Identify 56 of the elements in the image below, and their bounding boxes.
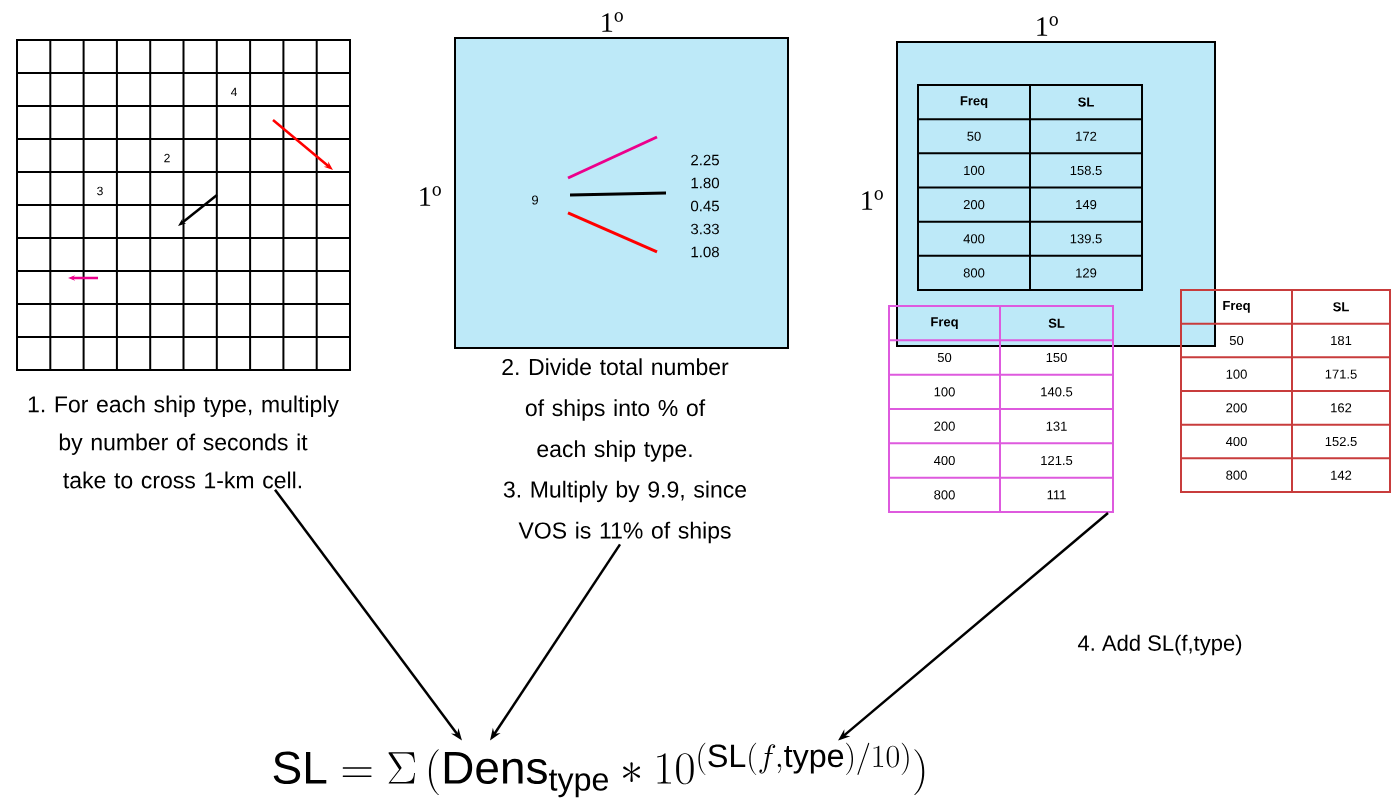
table-cell: 131 <box>1046 421 1067 431</box>
header-cell: Freq <box>1223 301 1250 313</box>
cell-number: 3 <box>95 185 105 197</box>
data-table <box>1180 289 1391 493</box>
region-box <box>896 41 1216 347</box>
table-cell: 100 <box>934 387 955 397</box>
degree-label: 1$^{o}$ <box>420 186 441 206</box>
degree-label: 1$^{o}$ <box>1037 16 1058 36</box>
table-cell: 158.5 <box>1070 165 1102 175</box>
header-cell: Freq <box>931 317 958 329</box>
table-cell: 100 <box>1226 369 1247 379</box>
formula: $\mathrm{SL} = \Sigma\,(\mathrm{Dens}_{\mathrm{type}} * 10^{(\mathrm{SL}(f,\mathrm{type})/10)})$ <box>273 742 925 798</box>
table-cell: 129 <box>1076 268 1097 278</box>
table-cell: 121.5 <box>1041 455 1073 466</box>
step-text: 3. Multiply by 9.9, since VOS is 11% of ships <box>503 480 747 544</box>
header-cell: SL <box>1333 302 1349 312</box>
degree-label: 1$^{o}$ <box>602 12 623 32</box>
degree-label: 1$^{o}$ <box>862 190 883 210</box>
cell-number: 4 <box>229 86 239 98</box>
table-cell: 142 <box>1331 470 1352 480</box>
header-cell: SL <box>1078 97 1094 107</box>
table-cell: 200 <box>934 421 955 431</box>
table-cell: 50 <box>937 352 952 363</box>
table-cell: 400 <box>963 234 985 244</box>
step-text: 1. For each ship type, multiply by number of seconds it take to cross 1-km cell. <box>28 395 339 489</box>
table-cell: 139.5 <box>1070 234 1102 244</box>
header-cell: Freq <box>960 96 988 108</box>
table-cell: 800 <box>1226 470 1247 480</box>
table-cell: 100 <box>964 165 985 175</box>
table-cell: 400 <box>1225 436 1247 447</box>
value-list: 2.25 1.80 0.45 3.33 1.08 <box>690 154 719 258</box>
data-table <box>917 84 1143 291</box>
table-cell: 149 <box>1076 199 1097 210</box>
cell-number: 2 <box>162 152 172 164</box>
step-text: 2. Divide total number of ships into % of each ship type. <box>502 358 729 462</box>
table-cell: 50 <box>1229 335 1244 346</box>
region-box <box>454 37 789 349</box>
table-cell: 150 <box>1046 352 1067 363</box>
data-table <box>888 305 1114 513</box>
table-cell: 181 <box>1331 335 1352 346</box>
table-cell: 152.5 <box>1325 436 1357 447</box>
table-cell: 140.5 <box>1041 387 1073 397</box>
table-cell: 111 <box>1047 490 1066 500</box>
table-cell: 200 <box>963 199 985 210</box>
table-cell: 800 <box>963 268 985 278</box>
table-cell: 50 <box>967 131 981 141</box>
table-cell: 162 <box>1331 403 1352 413</box>
count-label: 9 <box>532 195 538 205</box>
grid-drawing <box>16 39 351 371</box>
table-cell: 200 <box>1226 403 1247 413</box>
table-cell: 800 <box>934 490 955 500</box>
table-cell: 171.5 <box>1325 369 1357 379</box>
table-cell: 172 <box>1076 131 1097 141</box>
header-cell: SL <box>1048 318 1065 328</box>
edge-label: 4. Add SL(f,type) <box>1075 632 1245 658</box>
table-cell: 400 <box>933 455 955 466</box>
